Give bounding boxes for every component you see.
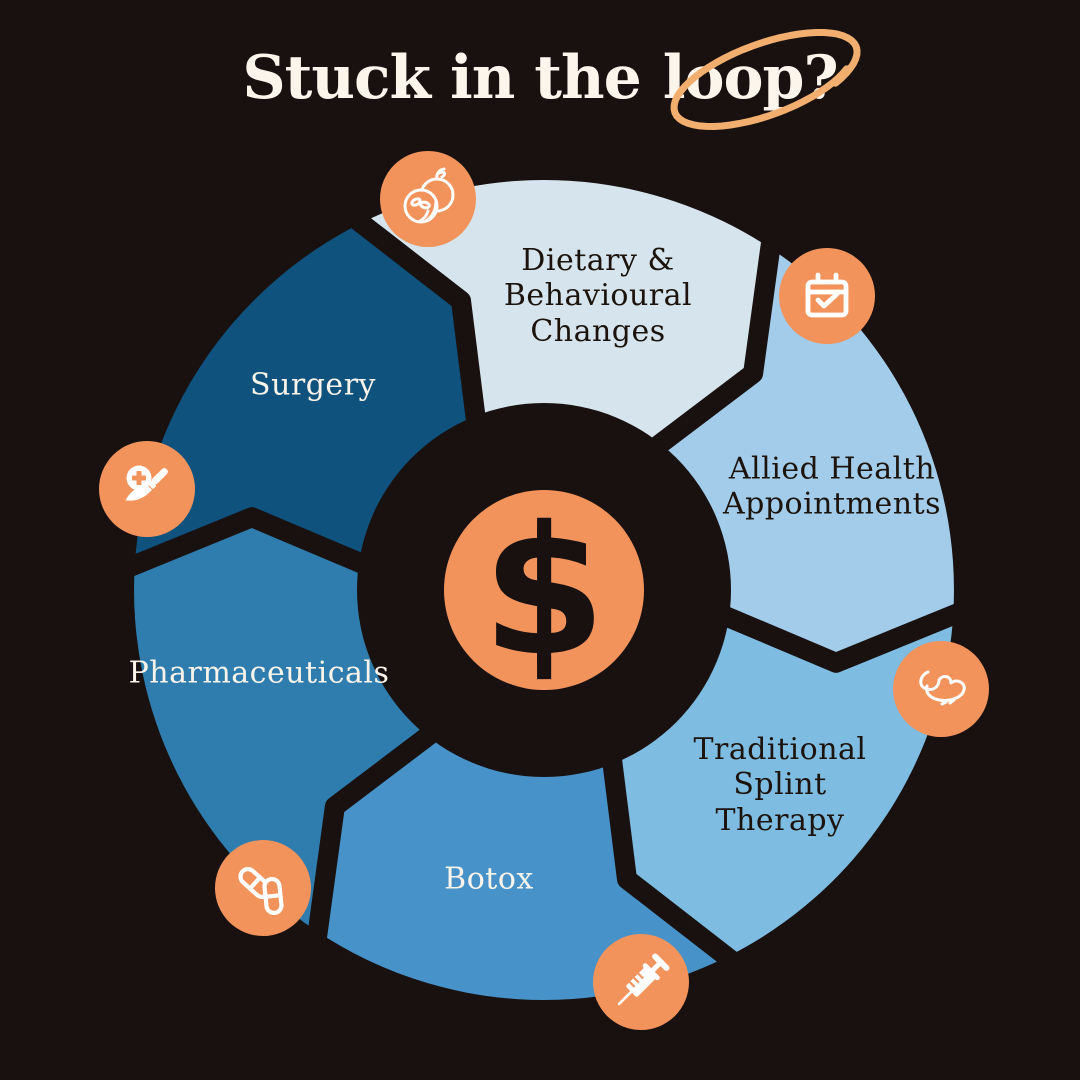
segment-label-botox: Botox (444, 861, 534, 897)
page-title: Stuck in the loop? (0, 28, 1080, 130)
apple-icon-badge (380, 151, 476, 247)
segment-gap (596, 714, 765, 990)
calendar-icon-badge (779, 248, 875, 344)
title-prefix: Stuck in the (242, 43, 661, 113)
scalpel-icon-badge (99, 441, 195, 537)
apple-icon (403, 167, 455, 224)
segment-label-surgery: Surgery (250, 367, 376, 403)
mouthguard-icon-badge (893, 641, 989, 737)
dollar-circle (444, 490, 644, 690)
icon-circle (779, 248, 875, 344)
mouthguard-icon (919, 670, 966, 706)
icon-circle (893, 641, 989, 737)
segment-label-splint: Traditional Splint Therapy (693, 731, 867, 838)
segment-gap (615, 207, 786, 482)
pills-icon (238, 867, 284, 916)
segment-gap (93, 507, 409, 591)
calendar-icon (805, 272, 849, 318)
segment-gap (323, 190, 492, 466)
title-highlight-text: loop? (662, 43, 839, 113)
pills-icon-badge (215, 840, 311, 936)
segment-botox (317, 723, 727, 1000)
syringe-icon (617, 953, 670, 1006)
scalpel-icon (125, 465, 168, 501)
segment-gap (302, 698, 473, 973)
segment-dietary (361, 180, 771, 457)
dollar-icon: $ (482, 488, 606, 695)
syringe-icon-badge (593, 934, 689, 1030)
title-highlight: loop? (662, 29, 861, 130)
segment-label-pharma: Pharmaceuticals (128, 655, 390, 691)
segment-label-allied: Allied Health Appointments (722, 451, 942, 522)
segment-label-dietary: Dietary & Behavioural Changes (503, 242, 693, 349)
segment-gap (679, 589, 995, 673)
